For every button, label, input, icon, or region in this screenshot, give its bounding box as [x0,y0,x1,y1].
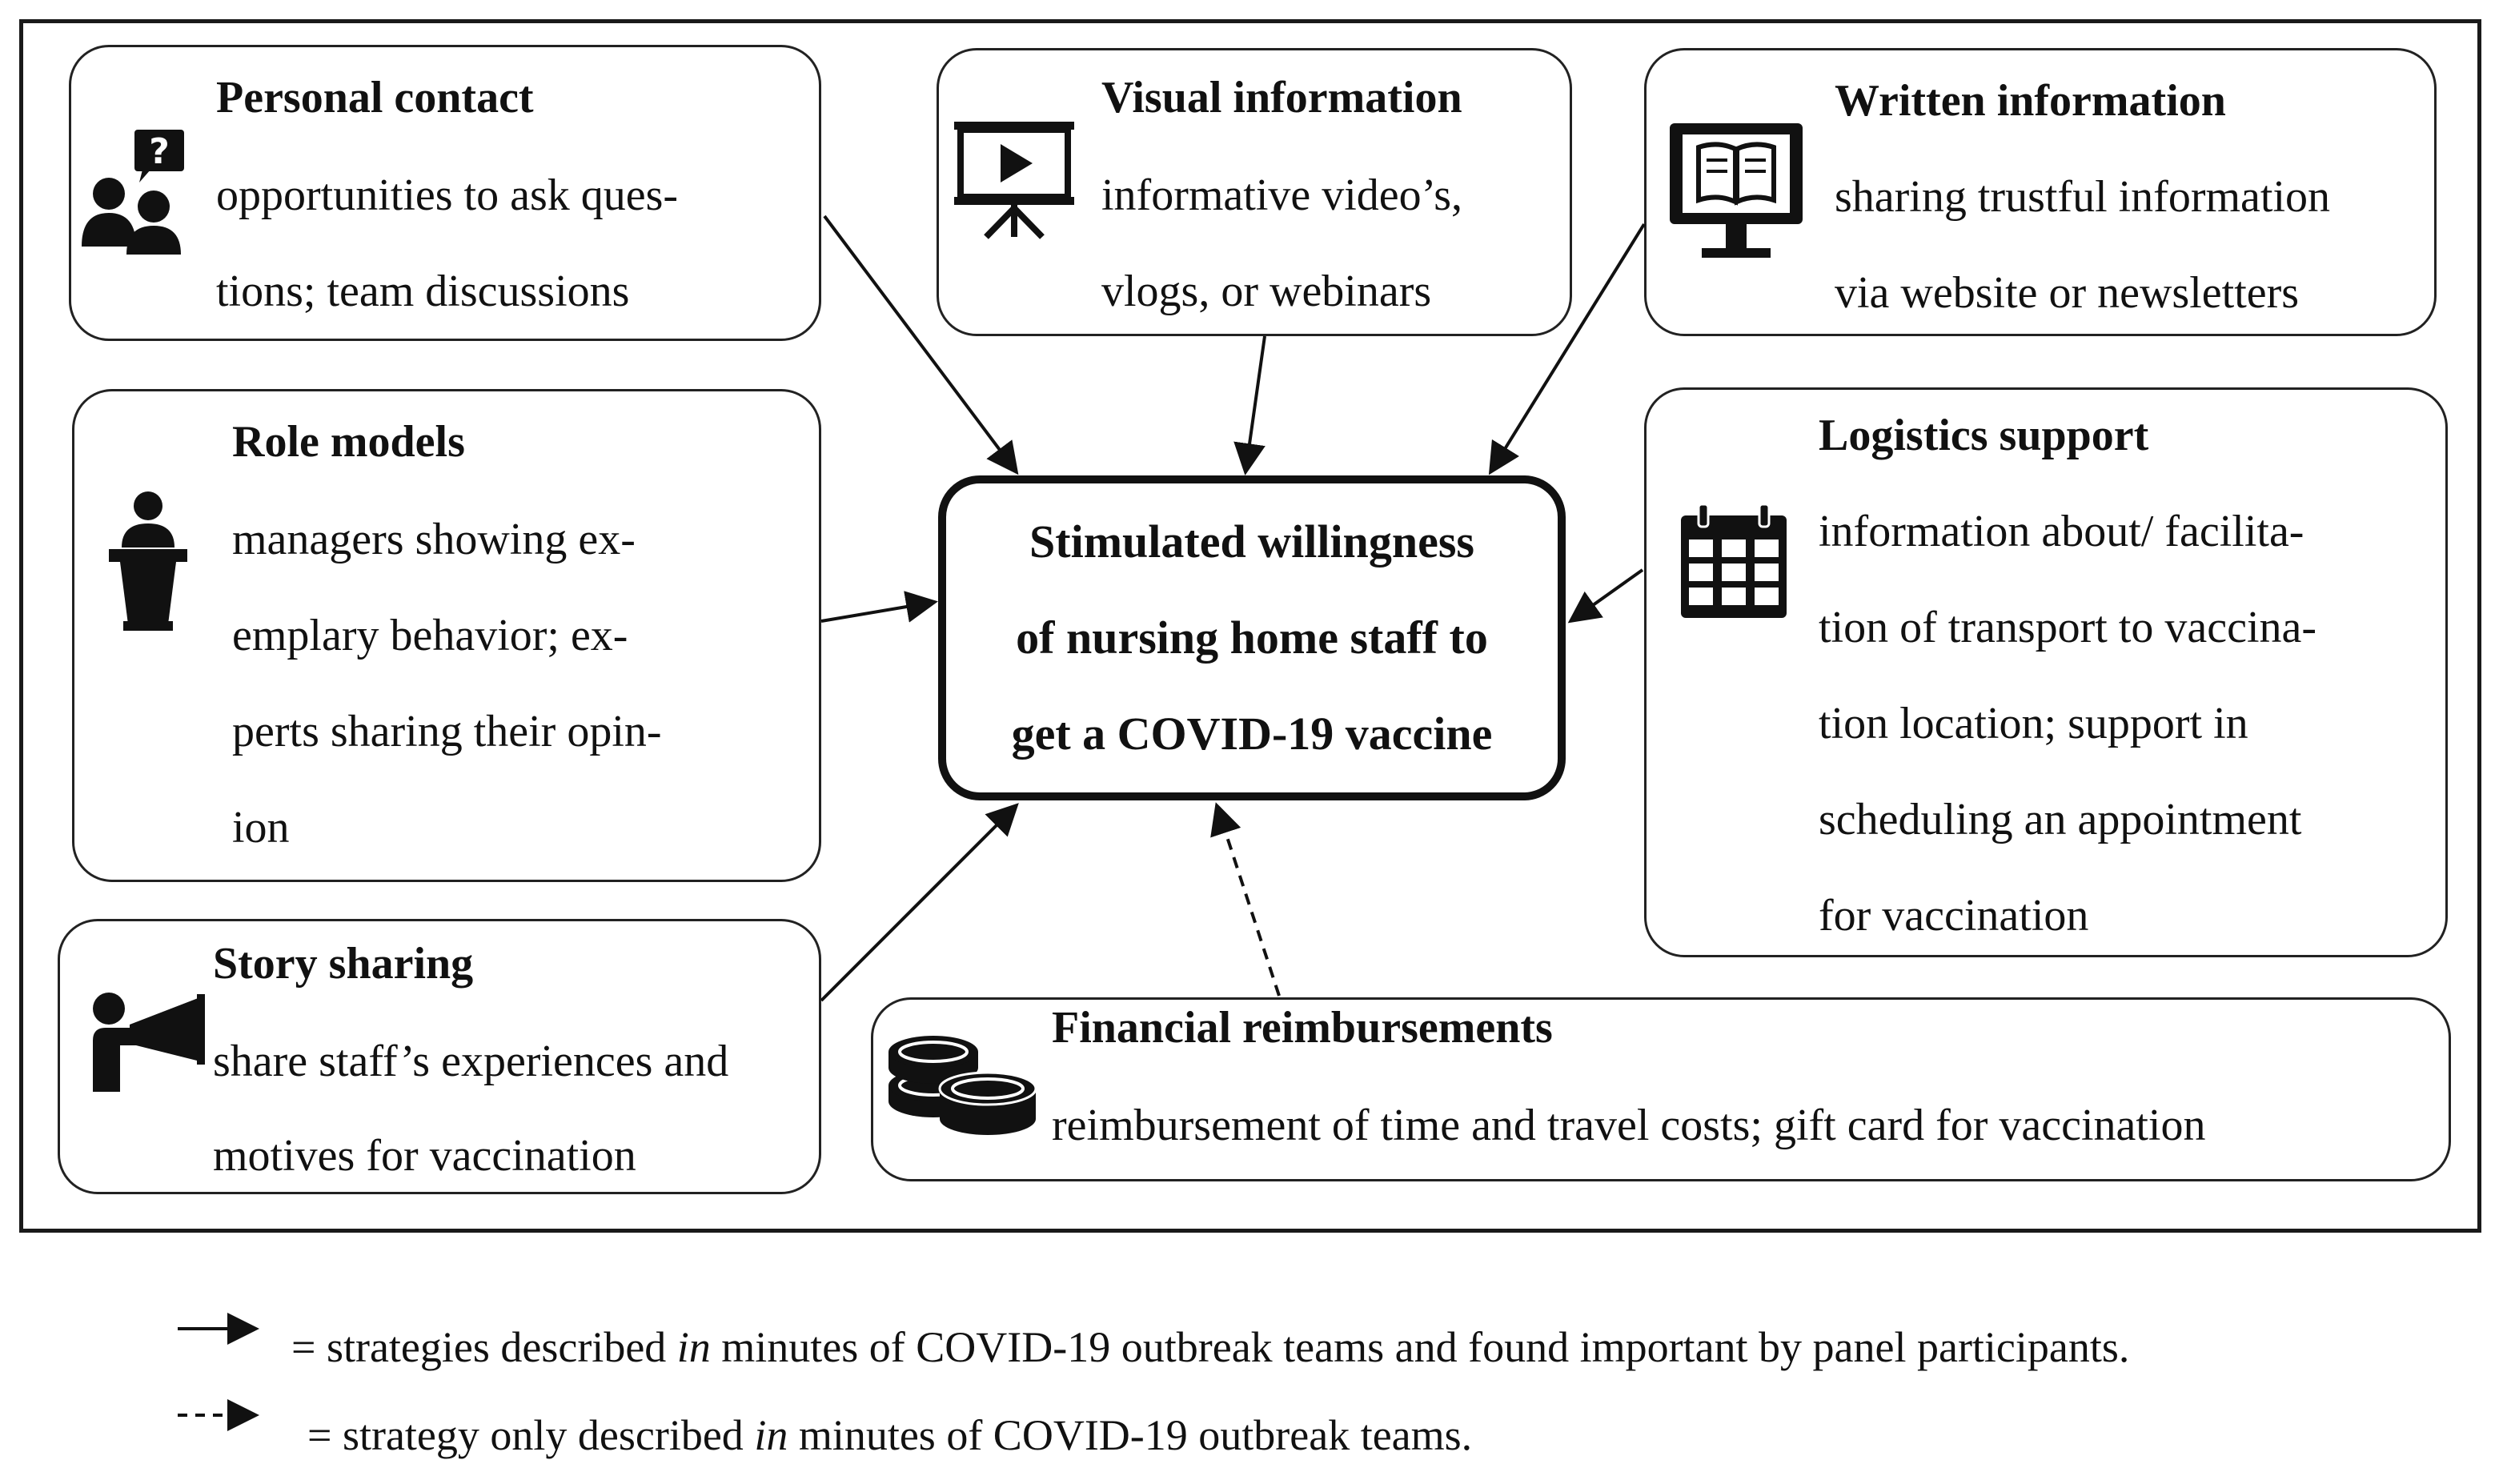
arrow-visual-information [1233,335,1266,475]
written-information-line-1: sharing trustful information [1835,172,2331,222]
arrow-role-models [820,591,938,623]
role-models-line-3: perts sharing their opin- [232,707,662,756]
arrow-financial-reimbursements-dashed [1210,802,1281,997]
role-models-line-4: ion [232,803,290,852]
box-role-models [72,389,821,882]
box-personal-contact [69,45,821,341]
box-financial-reimbursements [871,997,2451,1181]
personal-contact-title: Personal contact [216,73,534,122]
central-outcome-line-2: of nursing home staff to [1016,612,1488,664]
video-presentation-icon [951,120,1079,244]
legend-dashed-text: = strategy only described in minutes of … [307,1411,1473,1459]
logistics-support-line-5: for vaccination [1819,891,2089,941]
role-models-line-2: emplary behavior; ex- [232,611,628,660]
visual-information-line-2: vlogs, or webinars [1101,267,1432,316]
monitor-book-icon [1667,120,1811,276]
box-visual-information [937,48,1572,336]
central-outcome-line-3: get a COVID-19 vaccine [1011,708,1493,760]
megaphone-person-icon [88,985,208,1097]
visual-information-title: Visual information [1101,73,1462,122]
box-logistics-support [1644,387,2448,957]
diagram-frame [19,19,2481,1233]
story-sharing-line-1: share staff’s experiences and [213,1037,729,1086]
logistics-support-line-3: tion location; support in [1819,699,2248,748]
logistics-support-title: Logistics support [1819,411,2149,460]
written-information-title: Written information [1835,76,2226,126]
speaker-podium-icon [104,488,192,636]
calendar-icon [1678,503,1790,624]
legend-solid-text: = strategies described in minutes of COV… [291,1323,2130,1371]
logistics-support-line-1: information about/ facilita- [1819,507,2304,556]
personal-contact-line-1: opportunities to ask ques- [216,170,679,220]
visual-information-line-1: informative video’s, [1101,170,1463,220]
role-models-line-1: managers showing ex- [232,515,636,564]
coins-icon [884,1033,1044,1141]
financial-reimbursements-title: Financial reimbursements [1052,1003,1553,1053]
written-information-line-2: via website or newsletters [1835,268,2300,318]
arrow-personal-contact [823,215,1019,475]
logistics-support-line-2: tion of transport to vaccina- [1819,603,2317,652]
central-outcome-box: Stimulated willingness of nursing home s… [938,475,1566,800]
personal-contact-line-2: tions; team discussions [216,267,630,316]
story-sharing-title: Story sharing [213,939,474,989]
arrow-logistics-support [1567,568,1644,624]
story-sharing-line-2: motives for vaccination [213,1131,636,1181]
arrow-story-sharing [820,803,1019,1002]
logistics-support-line-4: scheduling an appointment [1819,795,2302,844]
people-question-icon: ? [77,128,189,260]
role-models-title: Role models [232,417,465,467]
svg-text:?: ? [149,131,170,172]
financial-reimbursements-line-1: reimbursement of time and travel costs; … [1052,1101,2206,1150]
arrow-written-information [1488,223,1646,475]
central-outcome-line-1: Stimulated willingness [1029,515,1474,568]
